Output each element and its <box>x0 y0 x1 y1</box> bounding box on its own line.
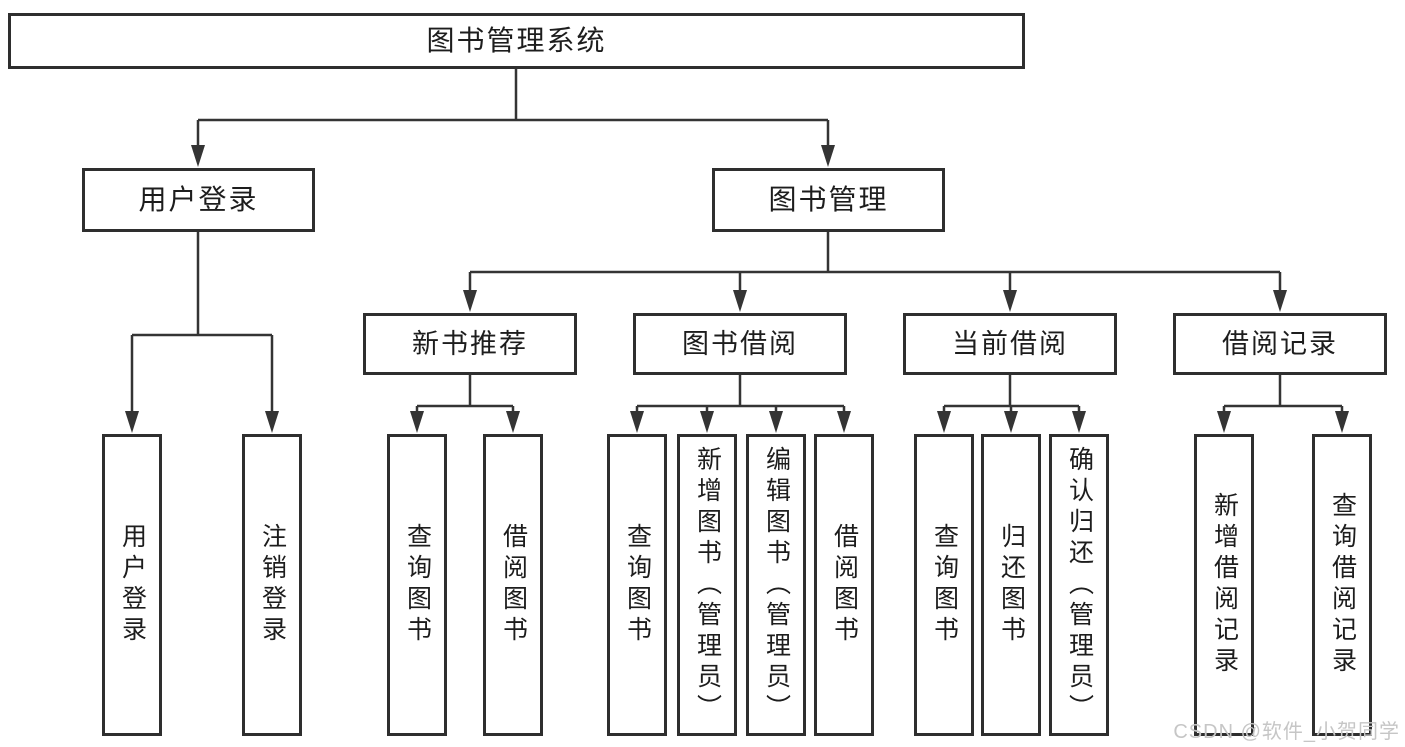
leaf-label: 借阅图书 <box>499 523 528 647</box>
connector-records-to-leaves <box>1222 375 1344 418</box>
node-book-management: 图书管理 <box>712 168 945 232</box>
node-current-borrow: 当前借阅 <box>903 313 1117 375</box>
csdn-watermark: CSDN @软件_小贺同学 <box>1173 721 1400 743</box>
arrowheads-newbook-leaves <box>410 411 520 433</box>
leaf-label: 注销登录 <box>258 523 287 647</box>
leaf-newbook-borrow-books: 借阅图书 <box>483 434 543 736</box>
connector-borrow-to-leaves <box>635 375 846 418</box>
arrow-down-icon <box>769 411 783 433</box>
arrow-down-icon <box>410 411 424 433</box>
arrowheads-root-to-level2 <box>191 145 835 167</box>
arrow-down-icon <box>700 411 714 433</box>
arrow-down-icon <box>733 290 747 312</box>
leaf-label: 查询图书 <box>623 523 652 647</box>
leaf-borrow-add-books-admin: 新增图书（管理员） <box>677 434 737 736</box>
node-new-book-recommend-label: 新书推荐 <box>412 328 528 359</box>
leaf-label: 用户登录 <box>118 523 147 647</box>
node-book-borrow-label: 图书借阅 <box>682 328 798 359</box>
leaf-newbook-query-books: 查询图书 <box>387 434 447 736</box>
leaf-label: 归还图书 <box>997 523 1026 647</box>
leaf-borrow-query-books: 查询图书 <box>607 434 667 736</box>
leaf-borrow-edit-books-admin: 编辑图书（管理员） <box>746 434 806 736</box>
arrow-down-icon <box>1335 411 1349 433</box>
leaf-records-add-record: 新增借阅记录 <box>1194 434 1254 736</box>
leaf-user-login: 用户登录 <box>102 434 162 736</box>
leaf-borrow-borrow-books: 借阅图书 <box>814 434 874 736</box>
arrow-down-icon <box>1217 411 1231 433</box>
node-user-login-label: 用户登录 <box>138 184 259 215</box>
leaf-logout: 注销登录 <box>242 434 302 736</box>
arrowheads-current-leaves <box>937 411 1086 433</box>
leaf-label: 确认归还（管理员） <box>1065 445 1094 725</box>
node-borrow-records: 借阅记录 <box>1173 313 1387 375</box>
arrowheads-bookmgmt-level3 <box>463 290 1287 312</box>
arrow-down-icon <box>837 411 851 433</box>
node-root: 图书管理系统 <box>8 13 1025 69</box>
connector-root-to-level2 <box>196 69 830 150</box>
arrow-down-icon <box>821 145 835 167</box>
arrow-down-icon <box>191 145 205 167</box>
arrowheads-borrow-leaves <box>630 411 851 433</box>
node-new-book-recommend: 新书推荐 <box>363 313 577 375</box>
arrow-down-icon <box>1004 411 1018 433</box>
arrow-down-icon <box>1072 411 1086 433</box>
arrow-down-icon <box>125 411 139 433</box>
leaf-label: 新增借阅记录 <box>1210 492 1239 678</box>
leaf-label: 新增图书（管理员） <box>693 445 722 725</box>
arrow-down-icon <box>265 411 279 433</box>
arrow-down-icon <box>463 290 477 312</box>
arrow-down-icon <box>1003 290 1017 312</box>
leaf-records-query-record: 查询借阅记录 <box>1312 434 1372 736</box>
node-borrow-records-label: 借阅记录 <box>1222 328 1338 359</box>
node-user-login: 用户登录 <box>82 168 315 232</box>
node-current-borrow-label: 当前借阅 <box>952 328 1068 359</box>
arrow-down-icon <box>937 411 951 433</box>
leaf-label: 查询借阅记录 <box>1328 492 1357 678</box>
node-book-borrow: 图书借阅 <box>633 313 847 375</box>
leaf-label: 查询图书 <box>930 523 959 647</box>
connector-newbook-to-leaves <box>415 375 515 418</box>
arrow-down-icon <box>1273 290 1287 312</box>
arrow-down-icon <box>506 411 520 433</box>
connector-userlogin-to-leaves <box>130 232 274 418</box>
node-root-label: 图书管理系统 <box>426 25 607 56</box>
arrow-down-icon <box>630 411 644 433</box>
leaf-label: 借阅图书 <box>830 523 859 647</box>
leaf-label: 编辑图书（管理员） <box>762 445 791 725</box>
leaf-current-return-books: 归还图书 <box>981 434 1041 736</box>
node-book-management-label: 图书管理 <box>768 184 889 215</box>
arrowheads-userlogin-leaves <box>125 411 279 433</box>
arrowheads-records-leaves <box>1217 411 1349 433</box>
leaf-label: 查询图书 <box>403 523 432 647</box>
leaf-current-query-books: 查询图书 <box>914 434 974 736</box>
connector-bookmgmt-to-level3 <box>468 232 1282 296</box>
leaf-current-confirm-return-admin: 确认归还（管理员） <box>1049 434 1109 736</box>
